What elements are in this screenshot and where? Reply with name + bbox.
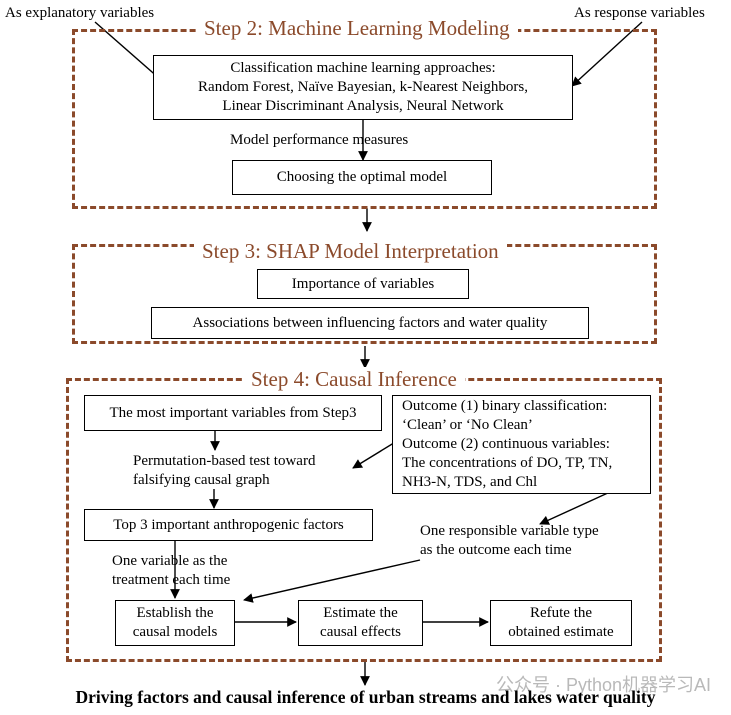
establish-line-2: causal models bbox=[132, 624, 218, 640]
refute-line-2: obtained estimate bbox=[508, 624, 614, 640]
watermark: 公众号 · Python机器学习AI bbox=[495, 675, 711, 695]
estimate-line-2: causal effects bbox=[320, 624, 401, 640]
optimal-model-box: Choosing the optimal model bbox=[232, 160, 492, 195]
estimate-effects-box: Estimate the causal effects bbox=[298, 600, 423, 646]
one-responsible-line-2: as the outcome each time bbox=[420, 542, 572, 558]
arrow-response bbox=[571, 21, 643, 87]
one-variable-label: One variable as the treatment each time bbox=[112, 552, 230, 590]
establish-line-1: Establish the bbox=[136, 605, 214, 621]
classification-line-1: Classification machine learning approach… bbox=[230, 60, 496, 76]
response-variables-label: As response variables bbox=[574, 5, 705, 21]
outcome-box: Outcome (1) binary classification: ‘Clea… bbox=[392, 395, 651, 494]
refute-estimate-box: Refute the obtained estimate bbox=[490, 600, 632, 646]
model-performance-label: Model performance measures bbox=[230, 132, 409, 148]
permutation-test-label: Permutation-based test toward falsifying… bbox=[133, 452, 315, 490]
classification-line-2: Random Forest, Naïve Bayesian, k-Nearest… bbox=[198, 79, 528, 95]
footer-caption: Driving factors and causal inference of … bbox=[75, 687, 656, 707]
arrow-outcome-to-responsible bbox=[539, 491, 611, 525]
permutation-line-2: falsifying causal graph bbox=[133, 472, 270, 488]
establish-models-box: Establish the causal models bbox=[115, 600, 235, 646]
permutation-line-1: Permutation-based test toward bbox=[133, 453, 316, 469]
step2-title: Step 2: Machine Learning Modeling bbox=[196, 16, 518, 40]
one-responsible-label: One responsible variable type as the out… bbox=[420, 522, 599, 560]
classification-approaches-box: Classification machine learning approach… bbox=[153, 55, 573, 120]
one-variable-line-1: One variable as the bbox=[112, 553, 228, 569]
explanatory-variables-label: As explanatory variables bbox=[5, 5, 155, 21]
outcome-line-5: NH3-N, TDS, and Chl bbox=[402, 474, 538, 490]
classification-line-3: Linear Discriminant Analysis, Neural Net… bbox=[222, 98, 504, 114]
step4-title: Step 4: Causal Inference bbox=[243, 367, 465, 391]
one-variable-line-2: treatment each time bbox=[112, 572, 231, 588]
top3-factors-box: Top 3 important anthropogenic factors bbox=[84, 509, 373, 541]
estimate-line-1: Estimate the bbox=[323, 605, 398, 621]
important-variables-box: The most important variables from Step3 bbox=[84, 395, 382, 431]
refute-line-1: Refute the bbox=[529, 605, 593, 621]
outcome-line-3: Outcome (2) continuous variables: bbox=[402, 436, 610, 452]
outcome-line-4: The concentrations of DO, TP, TN, bbox=[402, 455, 613, 471]
associations-box: Associations between influencing factors… bbox=[151, 307, 589, 339]
outcome-line-2: ‘Clean’ or ‘No Clean’ bbox=[402, 417, 533, 433]
outcome-line-1: Outcome (1) binary classification: bbox=[402, 398, 608, 414]
importance-box: Importance of variables bbox=[257, 269, 469, 299]
one-responsible-line-1: One responsible variable type bbox=[420, 523, 599, 539]
arrow-responsible-to-establish bbox=[243, 559, 421, 603]
step3-title: Step 3: SHAP Model Interpretation bbox=[194, 239, 507, 263]
